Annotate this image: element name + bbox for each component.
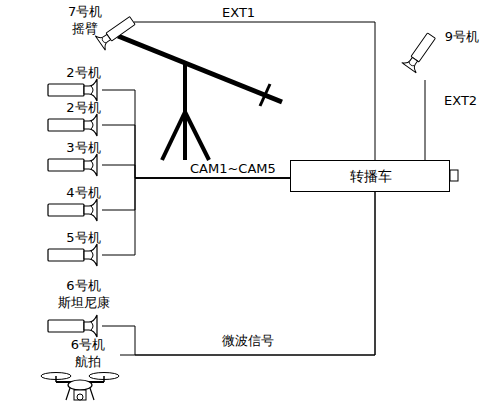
- signal-cable: [102, 125, 290, 178]
- label-stack: 转播车: [291, 161, 451, 191]
- camera-node: 2号机: [45, 99, 102, 137]
- label-stack: 2号机: [55, 64, 112, 81]
- signal-label: EXT2: [444, 92, 477, 109]
- nine-icon: [398, 30, 442, 74]
- cam-icon: [45, 153, 102, 177]
- nine-icon-part: [408, 62, 414, 67]
- camera-node: 3号机: [45, 139, 102, 177]
- cam-icon-part: [91, 86, 93, 94]
- cam-icon-part: [48, 249, 84, 261]
- label-stack: 5号机: [55, 229, 112, 246]
- camera-label: 5号机: [55, 229, 112, 246]
- tripod-post: [183, 63, 187, 114]
- drone-node: 6号机航拍: [40, 336, 120, 410]
- crane-crossbar: [260, 84, 270, 106]
- camera-label: 4号机: [55, 184, 112, 201]
- drone-icon: [40, 370, 120, 410]
- crane-camera: 7号机摇臂: [68, 2, 134, 58]
- drone-icon-part: [66, 388, 94, 400]
- camera-label: 6号机: [55, 277, 112, 294]
- signal-cable: [102, 178, 290, 210]
- truck-box: 转播车: [290, 160, 450, 192]
- crane-arm: [118, 36, 282, 102]
- label-stack: 2号机: [55, 99, 112, 116]
- camera-label: 2号机: [55, 99, 112, 116]
- signal-cable: [102, 90, 290, 178]
- nine-icon-part: [402, 31, 439, 73]
- signal-cable: [120, 192, 375, 355]
- cam-icon-part: [84, 244, 97, 266]
- tripod-leg: [162, 112, 185, 160]
- cam-icon-part: [84, 315, 97, 337]
- drone-icon-part: [77, 394, 83, 400]
- steadicam-node: 6号机斯坦尼康: [45, 276, 102, 338]
- tripod-leg: [185, 112, 209, 160]
- camera-label: 3号机: [55, 139, 112, 156]
- camera-label: 斯坦尼康: [55, 294, 112, 311]
- label-stack: 6号机航拍: [58, 336, 118, 370]
- signal-cable: [102, 178, 290, 255]
- label-stack: 3号机: [55, 139, 112, 156]
- camera-label: 6号机: [58, 336, 118, 353]
- camera-label: 航拍: [58, 353, 118, 370]
- cam-icon-part: [91, 206, 93, 214]
- cam-icon-part: [48, 84, 84, 96]
- cam-icon-part: [84, 79, 97, 101]
- cam-icon: [45, 78, 102, 102]
- drone-icon-part: [68, 380, 92, 390]
- label-stack: 6号机斯坦尼康: [55, 277, 112, 311]
- label-stack: 7号机摇臂: [68, 3, 102, 37]
- camera-node: 2号机: [45, 64, 102, 102]
- label-stack: 9号机: [442, 28, 482, 45]
- camera-label: 7号机: [68, 3, 102, 20]
- camera-label: 2号机: [55, 64, 112, 81]
- cam-icon-part: [48, 320, 84, 332]
- crane-icon-part: [95, 30, 114, 50]
- signal-cable: [134, 22, 375, 160]
- signal-label: EXT1: [222, 4, 255, 21]
- cam-icon: [45, 314, 102, 338]
- cam-icon: [45, 113, 102, 137]
- camera-node: 9号机: [398, 26, 480, 80]
- cam-icon-part: [91, 322, 93, 330]
- label-stack: 4号机: [55, 184, 112, 201]
- signal-cable: [425, 80, 426, 160]
- cam-icon: [45, 198, 102, 222]
- cam-icon-part: [84, 114, 97, 136]
- nine-icon-part: [402, 54, 422, 73]
- cam-icon: [45, 243, 102, 267]
- crane-icon-part: [106, 17, 135, 41]
- cam-icon-part: [84, 154, 97, 176]
- cam-icon-part: [48, 119, 84, 131]
- camera-label: 9号机: [442, 28, 482, 45]
- crane-icon-part: [101, 38, 106, 44]
- camera-node: 4号机: [45, 184, 102, 222]
- drone-icon-part: [74, 390, 86, 400]
- camera-node: 5号机: [45, 229, 102, 267]
- cam-icon-part: [48, 159, 84, 171]
- signal-cable: [102, 192, 375, 355]
- signal-label: 微波信号: [222, 332, 274, 349]
- camera-label: 摇臂: [68, 20, 102, 37]
- cam-icon-part: [91, 251, 93, 259]
- nine-icon-part: [411, 33, 435, 62]
- cam-icon-part: [84, 199, 97, 221]
- cam-icon-part: [48, 204, 84, 216]
- box-label: 转播车: [350, 168, 392, 185]
- truck-connector: [450, 170, 458, 181]
- cam-icon-part: [91, 121, 93, 129]
- signal-label: CAM1~CAM5: [190, 160, 276, 177]
- cam-icon-part: [91, 161, 93, 169]
